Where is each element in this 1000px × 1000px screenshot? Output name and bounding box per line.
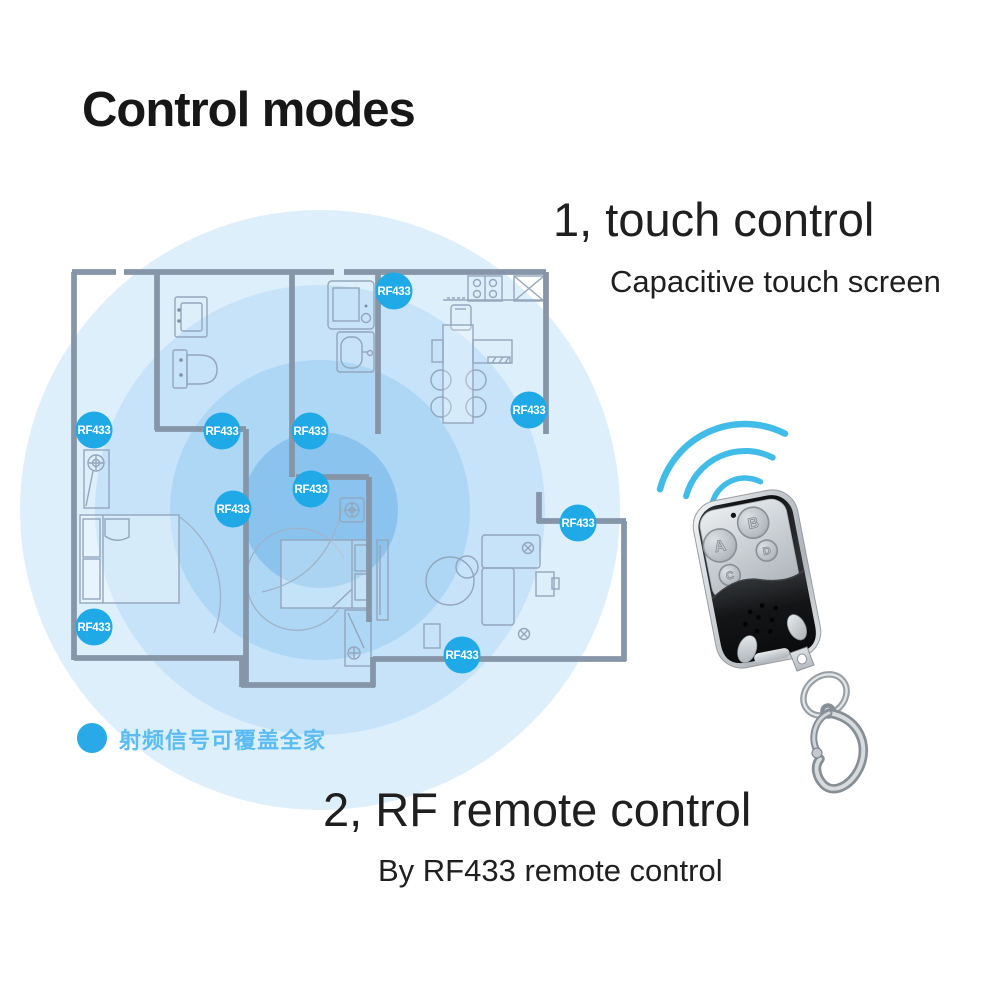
rf433-badge	[443, 636, 481, 674]
rf-remote-control: AB C D	[692, 489, 869, 794]
rf433-badge-label: RF433	[377, 286, 410, 298]
rf433-badge-label: RF433	[77, 425, 110, 437]
rf433-badge-label: RF433	[294, 484, 327, 496]
remote-button-d	[755, 539, 779, 562]
remote-grip	[711, 569, 816, 664]
rf433-badge-label: RF433	[293, 426, 326, 438]
bed-center	[245, 497, 372, 667]
rf433-badge	[214, 490, 252, 528]
remote-button-label: A	[713, 537, 728, 556]
remote-speaker-holes	[742, 603, 779, 634]
remote-button-b	[736, 506, 770, 539]
living-room-furniture	[376, 534, 560, 649]
bed-left	[79, 514, 222, 634]
touch-control-subheading: Capacitive touch screen	[610, 264, 941, 299]
rf433-badge-label: RF433	[445, 650, 478, 662]
rf433-badge-label: RF433	[77, 622, 110, 634]
page-title: Control modes	[82, 83, 416, 137]
rf433-badge	[203, 412, 241, 450]
legend-dot	[77, 723, 107, 753]
rf433-badge	[375, 272, 413, 310]
bathroom-sink	[174, 296, 208, 338]
rf433-badge	[291, 412, 329, 450]
remote-button-label: B	[746, 514, 760, 533]
entry-closet	[83, 449, 110, 509]
rf-control-subheading: By RF433 remote control	[378, 853, 723, 888]
remote-led	[730, 512, 737, 518]
washing-machine	[327, 280, 375, 330]
dining-table	[430, 324, 513, 424]
rf-signal-waves-icon	[656, 420, 789, 506]
toilet	[172, 349, 218, 389]
floorplan-furniture	[79, 275, 560, 667]
rf433-badge-label: RF433	[512, 405, 545, 417]
remote-button-label: C	[725, 569, 735, 582]
coverage-legend-text: 射频信号可覆盖全家	[119, 728, 327, 753]
rf433-badge-label: RF433	[561, 518, 594, 530]
rf433-badge	[75, 608, 113, 646]
remote-button-a	[702, 528, 738, 563]
rf433-badge	[75, 411, 113, 449]
rf433-badge	[292, 470, 330, 508]
rf433-badge-label: RF433	[216, 504, 249, 516]
rf433-badge	[559, 504, 597, 542]
rf433-badge-label: RF433	[205, 426, 238, 438]
utility-sink	[336, 331, 375, 373]
rf433-badge	[510, 391, 548, 429]
keychain-clasp	[789, 646, 869, 794]
rf-control-heading: 2, RF remote control	[323, 783, 752, 836]
touch-control-heading: 1, touch control	[553, 193, 875, 246]
remote-buttons: AB C D	[702, 506, 779, 587]
remote-button-label: D	[762, 545, 772, 558]
